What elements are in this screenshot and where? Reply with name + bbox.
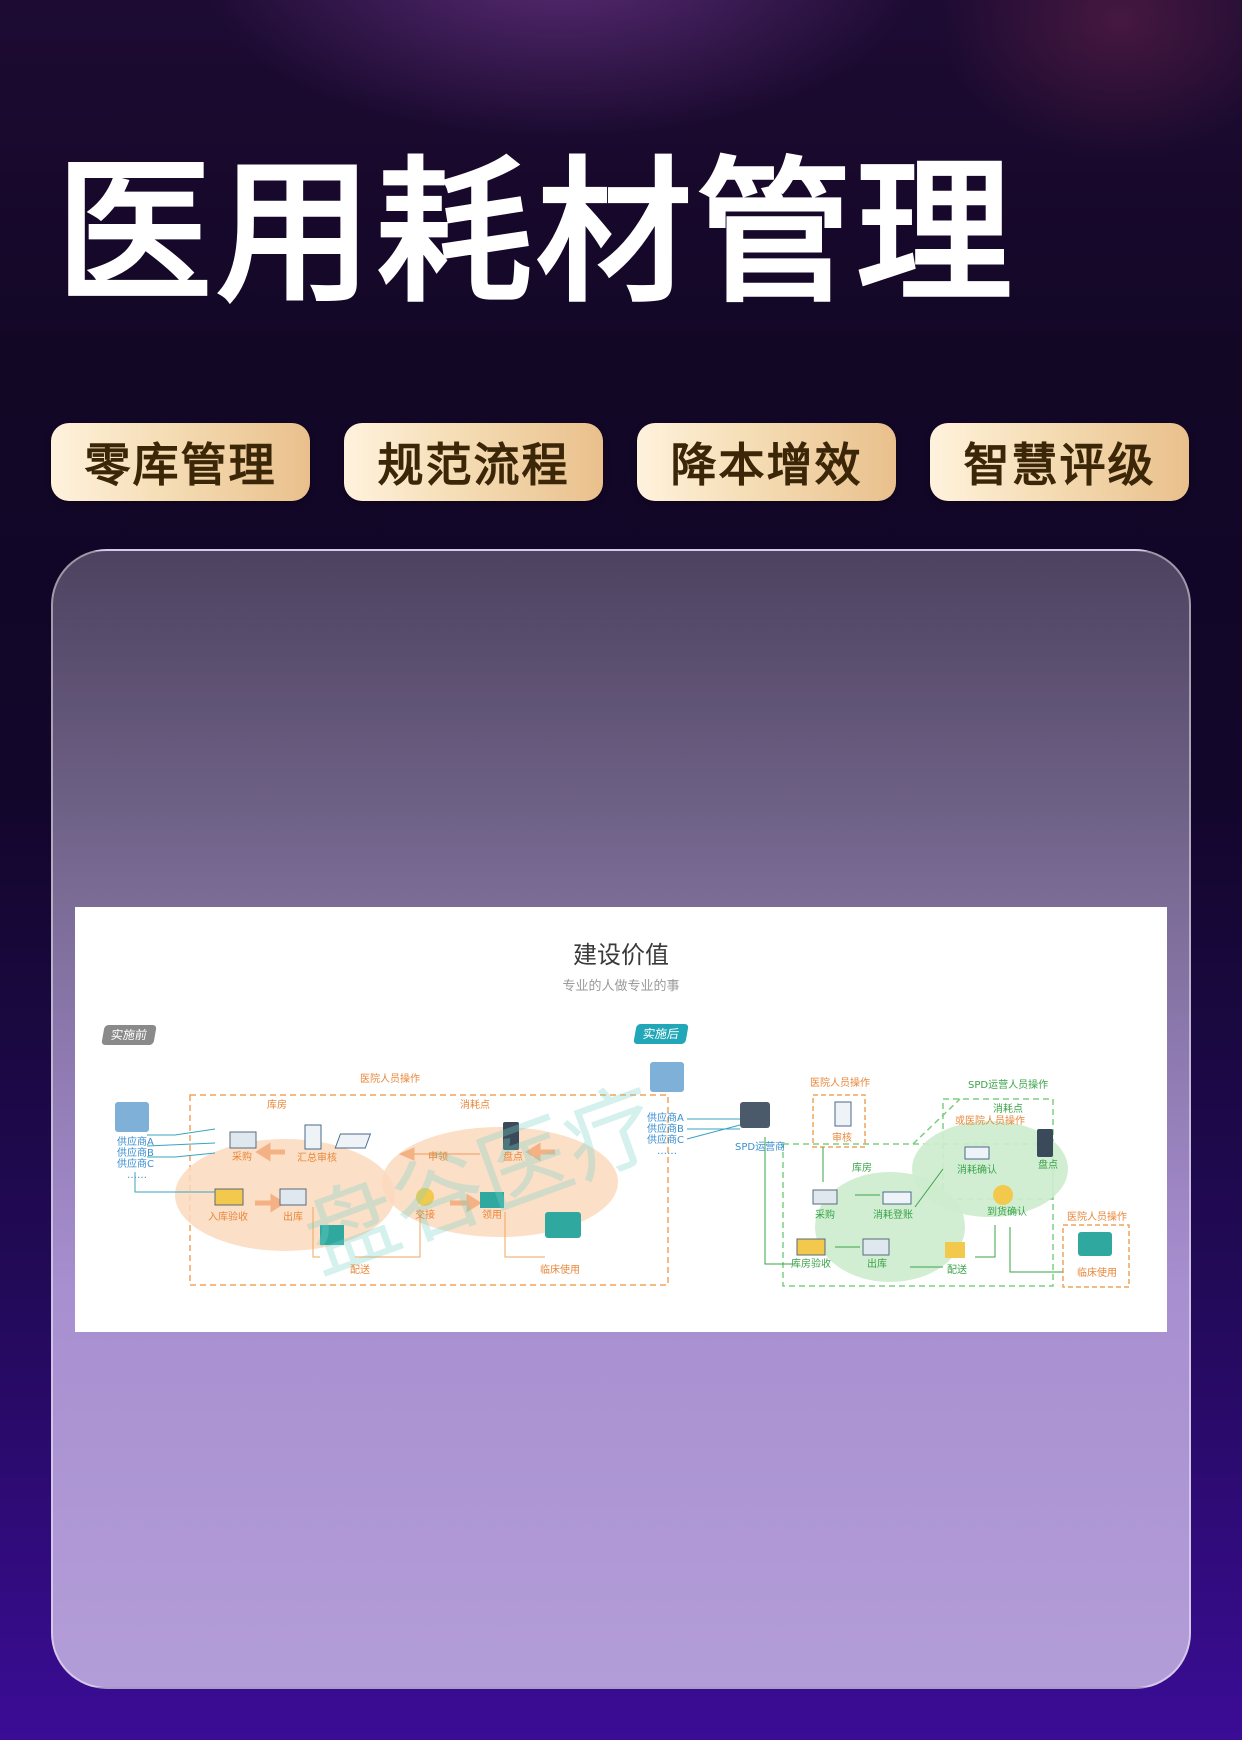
after-review-box xyxy=(812,1094,866,1148)
before-connector-lines xyxy=(312,1207,545,1258)
after-clinical-label: 临床使用 xyxy=(1077,1268,1117,1279)
diagram-title: 建设价值 xyxy=(573,941,669,969)
before-inventory-label: 盘点 xyxy=(503,1152,523,1163)
before-supplier-c: 供应商C xyxy=(117,1159,154,1170)
after-arrival-confirm-label: 到货确认 xyxy=(987,1207,1027,1218)
tablet-icon xyxy=(964,1146,990,1160)
supplier-building-icon xyxy=(115,1102,149,1132)
tag-cost-efficiency: 降本增效 xyxy=(637,423,896,501)
after-delivery-label: 配送 xyxy=(947,1265,967,1276)
after-warehouse-label: 库房 xyxy=(852,1163,872,1174)
after-supplier-a: 供应商A xyxy=(647,1113,684,1124)
tag-zero-inventory: 零库管理 xyxy=(51,423,310,501)
operator-house-icon xyxy=(740,1102,770,1128)
after-connector-lines xyxy=(764,1137,1063,1273)
before-supplier-b: 供应商B xyxy=(117,1148,154,1159)
feature-tags: 零库管理 规范流程 降本增效 智慧评级 xyxy=(51,423,1191,501)
after-link-line xyxy=(912,1098,961,1145)
delivery-icon xyxy=(945,1242,965,1258)
after-inbound-label: 库房验收 xyxy=(791,1259,831,1270)
before-supplier-more: …… xyxy=(127,1170,147,1181)
page-title: 医用耗材管理 xyxy=(56,142,1016,324)
before-inbound-label: 入库验收 xyxy=(208,1212,248,1223)
after-supplier-b: 供应商B xyxy=(647,1124,684,1135)
tablet-icon xyxy=(334,1133,372,1149)
before-apply-label: 申领 xyxy=(428,1152,448,1163)
diagram-graphics xyxy=(115,1062,1130,1288)
after-icons xyxy=(650,1062,1112,1258)
after-consume-register-label: 消耗登账 xyxy=(873,1210,913,1221)
after-supplier-c: 供应商C xyxy=(647,1135,684,1146)
before-flow-arrows xyxy=(255,1142,555,1213)
box-check-icon xyxy=(993,1185,1013,1205)
before-receive-label: 领用 xyxy=(482,1210,502,1221)
before-outbound-label: 出库 xyxy=(283,1212,303,1223)
before-consumption-label: 消耗点 xyxy=(460,1100,490,1111)
after-spd-label: SPD运营人员操作 xyxy=(968,1080,1049,1091)
laptop-icon xyxy=(812,1189,838,1205)
supplier-building-icon xyxy=(650,1062,684,1092)
cart-icon xyxy=(862,1238,890,1256)
before-clinical-label: 临床使用 xyxy=(540,1265,580,1276)
after-warehouse-blob xyxy=(815,1172,965,1282)
before-handover-label: 交接 xyxy=(415,1210,435,1221)
calculator-icon xyxy=(1037,1129,1053,1157)
after-clinical-region-label: 医院人员操作 xyxy=(1067,1212,1127,1223)
after-supplier-more: …… xyxy=(657,1146,677,1157)
tablet-icon xyxy=(882,1191,912,1205)
calculator-icon xyxy=(503,1122,519,1150)
after-consumption-blob xyxy=(912,1121,1068,1217)
bed-icon xyxy=(1078,1232,1112,1256)
before-delivery-label: 配送 xyxy=(350,1265,370,1276)
after-operator-label: SPD运营商 xyxy=(735,1142,786,1153)
after-purchase-label: 采购 xyxy=(815,1210,835,1221)
after-outbound-label: 出库 xyxy=(867,1259,887,1270)
cart-icon xyxy=(279,1188,307,1206)
after-hospital-label: 医院人员操作 xyxy=(810,1078,870,1089)
after-clinical-box xyxy=(1062,1224,1130,1288)
after-supplier-lines xyxy=(686,1118,741,1140)
box-icon xyxy=(480,1192,504,1208)
tag-smart-rating: 智慧评级 xyxy=(930,423,1189,501)
before-badge: 实施前 xyxy=(101,1025,157,1045)
delivery-icon xyxy=(320,1225,344,1245)
truck-icon xyxy=(214,1188,244,1206)
diagram-subtitle: 专业的人做专业的事 xyxy=(562,979,680,994)
before-region-label: 医院人员操作 xyxy=(360,1074,420,1085)
before-icons xyxy=(115,1102,581,1245)
after-warehouse-box xyxy=(782,1143,1054,1287)
after-consume-confirm-label: 消耗确认 xyxy=(957,1165,997,1176)
tag-standard-process: 规范流程 xyxy=(344,423,603,501)
truck-icon xyxy=(796,1238,826,1256)
after-consumption-sub: 或医院人员操作 xyxy=(955,1116,1025,1127)
before-purchase-label: 采购 xyxy=(232,1152,252,1163)
after-review-label: 审核 xyxy=(832,1133,852,1144)
after-inventory-label: 盘点 xyxy=(1038,1160,1058,1171)
after-consumption-label: 消耗点 xyxy=(993,1104,1023,1115)
bed-icon xyxy=(545,1212,581,1238)
value-diagram: 建设价值 专业的人做专业的事 盘谷医疗 实施前 医院人员操作 库房 消耗点 供应… xyxy=(75,907,1167,1332)
before-supplier-a: 供应商A xyxy=(117,1137,154,1148)
laptop-icon xyxy=(229,1131,257,1149)
person-icon xyxy=(416,1188,434,1206)
clipboard-icon xyxy=(304,1124,322,1150)
before-supplier-lines xyxy=(134,1128,216,1193)
after-badge: 实施后 xyxy=(633,1024,689,1044)
before-review-label: 汇总审核 xyxy=(297,1153,337,1164)
before-warehouse-label: 库房 xyxy=(267,1100,287,1111)
clipboard-icon xyxy=(834,1101,852,1127)
